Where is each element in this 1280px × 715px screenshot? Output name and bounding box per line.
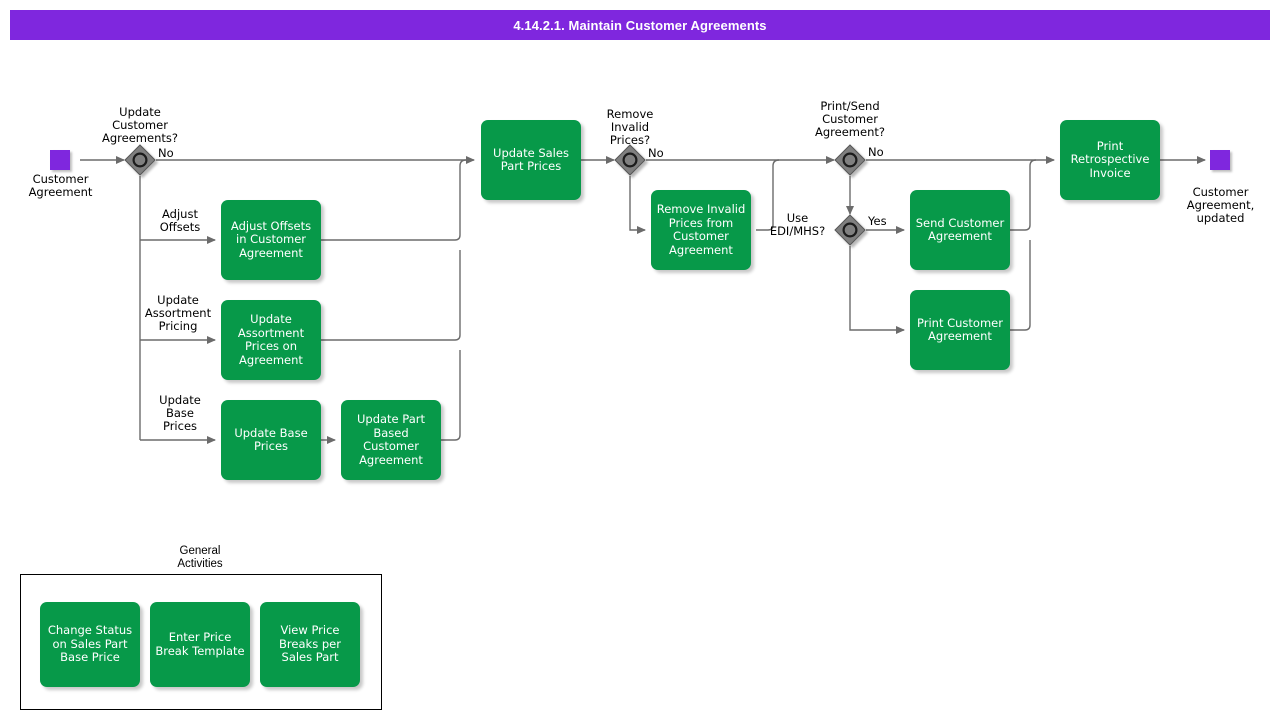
task-label: Update Part Based Customer Agreement — [356, 412, 425, 467]
task-send-customer-agreement[interactable]: Send Customer Agreement — [910, 190, 1010, 270]
gateway-use-edi-mhs-shape — [834, 214, 866, 246]
end-event-customer-agreement-updated[interactable] — [1210, 150, 1230, 170]
gateway-update-customer-agreements-label: Update Customer Agreements? — [102, 105, 178, 145]
task-remove-invalid-prices-from-customer-agreement[interactable]: Remove Invalid Prices from Customer Agre… — [651, 190, 751, 270]
gateway-use-edi-mhs-label: Use EDI/MHS? — [769, 211, 826, 238]
task-label: Update Base Prices — [234, 425, 308, 453]
gateway-print-send-customer-agreement-label: Print/Send Customer Agreement? — [815, 99, 885, 139]
page-title: 4.14.2.1. Maintain Customer Agreements — [513, 17, 767, 33]
task-label: Print Retrospective Invoice — [1070, 138, 1150, 180]
task-enter-price-break-template[interactable]: Enter Price Break Template — [150, 602, 250, 687]
end-event-label: Customer Agreement, updated — [1186, 185, 1255, 225]
flow-label-update-assortment-pricing: Update Assortment Pricing — [144, 293, 212, 333]
general-activities-title: General Activities — [177, 545, 223, 570]
task-label: Remove Invalid Prices from Customer Agre… — [656, 202, 746, 257]
task-label: Update Assortment Prices on Agreement — [237, 312, 305, 367]
task-label: Print Customer Agreement — [917, 315, 1003, 343]
flow-label-yes-use-edi-mhs: Yes — [868, 214, 887, 228]
task-label: Update Sales Part Prices — [493, 145, 569, 173]
task-label: Enter Price Break Template — [155, 630, 245, 658]
gateway-remove-invalid-prices-label: Remove Invalid Prices? — [606, 107, 654, 147]
general-activities-frame — [20, 574, 382, 710]
start-event-label: Customer Agreement — [28, 172, 93, 199]
flow-label-no-print-send-customer-agreement: No — [868, 145, 884, 159]
gateway-update-customer-agreements-shape — [124, 144, 156, 176]
task-adjust-offsets-in-customer-agreement[interactable]: Adjust Offsets in Customer Agreement — [221, 200, 321, 280]
task-print-retrospective-invoice[interactable]: Print Retrospective Invoice — [1060, 120, 1160, 200]
flow-label-no-remove-invalid-prices: No — [648, 146, 664, 160]
start-event-customer-agreement[interactable] — [50, 150, 70, 170]
task-update-sales-part-prices[interactable]: Update Sales Part Prices — [481, 120, 581, 200]
task-label: Change Status on Sales Part Base Price — [47, 623, 133, 665]
flow-label-adjust-offsets: Adjust Offsets — [159, 207, 201, 234]
gateway-remove-invalid-prices-shape — [614, 144, 646, 176]
page-title-bar: 4.14.2.1. Maintain Customer Agreements — [10, 10, 1270, 40]
task-print-customer-agreement[interactable]: Print Customer Agreement — [910, 290, 1010, 370]
task-update-assortment-prices-on-agreement[interactable]: Update Assortment Prices on Agreement — [221, 300, 321, 380]
flow-label-no-update-customer-agreements: No — [158, 146, 174, 160]
gateway-print-send-customer-agreement-shape — [834, 144, 866, 176]
flow-label-update-base-prices: Update Base Prices — [159, 393, 201, 433]
task-label: Adjust Offsets in Customer Agreement — [230, 218, 312, 260]
task-update-base-prices[interactable]: Update Base Prices — [221, 400, 321, 480]
task-label: Send Customer Agreement — [915, 215, 1005, 243]
task-label: View Price Breaks per Sales Part — [279, 623, 341, 665]
task-change-status-on-sales-part-base-price[interactable]: Change Status on Sales Part Base Price — [40, 602, 140, 687]
task-view-price-breaks-per-sales-part[interactable]: View Price Breaks per Sales Part — [260, 602, 360, 687]
task-update-part-based-customer-agreement[interactable]: Update Part Based Customer Agreement — [341, 400, 441, 480]
